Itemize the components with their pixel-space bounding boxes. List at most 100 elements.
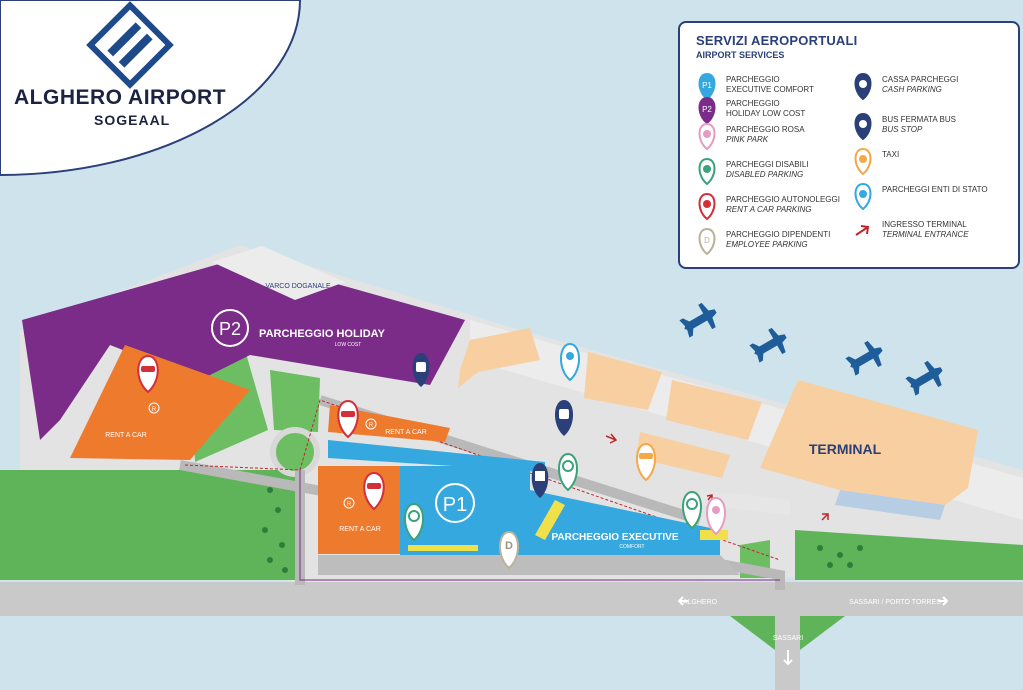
rent-a-car-pin-icon[interactable]	[137, 354, 159, 394]
junction-green-right	[800, 616, 845, 650]
green-area-west	[0, 470, 300, 580]
bus-icon	[852, 112, 874, 141]
logo: ALGHERO AIRPORT SOGEAAL	[0, 0, 300, 175]
disabled-parking-pin-icon[interactable]	[404, 502, 424, 542]
arrow-down-icon	[783, 650, 793, 666]
disabled-parking-pin-icon[interactable]	[682, 490, 702, 530]
p2-label: PARCHEGGIO HOLIDAY	[259, 328, 386, 340]
rent-a-car-pin-icon[interactable]	[363, 471, 385, 511]
roundabout	[270, 427, 320, 477]
building-3	[666, 380, 762, 440]
terminal-label: TERMINAL	[809, 441, 882, 457]
state-parking-pin-icon[interactable]	[560, 342, 580, 382]
rent-marker	[365, 418, 377, 430]
rent-a-car-label-1: RENT A CAR	[105, 432, 147, 439]
building-2	[584, 352, 662, 410]
rent-a-car-area-3	[318, 466, 400, 554]
p2-pin-icon: P2	[696, 96, 718, 125]
rent-marker-label: R	[347, 502, 352, 508]
pink-park-pin-icon[interactable]	[706, 496, 726, 536]
p1-badge-label: P1	[443, 494, 467, 516]
p2-badge-label: P2	[219, 319, 241, 339]
legend-text: TAXI	[882, 150, 900, 159]
services-legend: SERVIZI AEROPORTUALI AIRPORT SERVICES P1…	[678, 21, 1020, 269]
disabled-parking-pin-icon[interactable]	[558, 452, 578, 492]
rent-a-car-area-1	[70, 345, 250, 460]
company-name: SOGEAAL	[94, 112, 171, 128]
green-area-east	[795, 530, 1023, 580]
junction-green-left	[730, 616, 775, 650]
dir-alghero: ALGHERO	[683, 599, 718, 606]
terminal-entrance-icon	[605, 433, 618, 444]
sogeaal-logo-icon	[86, 1, 174, 89]
varco-label: VARCO DOGANALE	[265, 283, 331, 290]
p1-pin-icon: P1	[696, 72, 718, 101]
svg-text:D: D	[704, 236, 710, 245]
p1-badge	[435, 483, 475, 523]
bus-stop-pin-icon[interactable]	[554, 400, 574, 436]
road-route-red	[184, 399, 781, 561]
arrow-right-icon	[938, 596, 949, 606]
rent-a-car-label-2: RENT A CAR	[385, 429, 427, 436]
plane-icon	[905, 360, 943, 396]
car-pin-icon	[696, 192, 718, 221]
logo-area	[0, 0, 302, 177]
cash-icon	[852, 72, 874, 101]
yellow-marking-1	[408, 545, 478, 551]
p1-sublabel: COMFORT	[619, 544, 644, 550]
terminal-building	[760, 380, 978, 505]
terminal-entrance-icon	[821, 513, 829, 521]
d-pin-icon: D	[696, 227, 718, 256]
legend-title: SERVIZI AEROPORTUALI	[696, 33, 858, 48]
cash-parking-pin-icon[interactable]	[531, 463, 549, 498]
taxi-pin-icon[interactable]	[636, 442, 656, 482]
bus-stop-pin-icon[interactable]	[412, 353, 430, 387]
yellow-marking-2	[535, 500, 565, 540]
person-pin-icon	[696, 122, 718, 151]
p1-label: PARCHEGGIO EXECUTIVE	[551, 532, 678, 543]
rent-marker-label: R	[369, 423, 374, 429]
employee-parking-area	[318, 555, 740, 575]
dir-sassari-porto-torres: SASSARI / PORTO TORRES	[849, 599, 941, 606]
airport-name: ALGHERO AIRPORT	[14, 86, 227, 109]
employee-marker-label: D	[505, 540, 513, 552]
plane-icon	[749, 327, 787, 363]
p2-sublabel: LOW COST	[335, 342, 362, 348]
svg-text:P1: P1	[702, 81, 712, 90]
parking-strip-blue	[328, 440, 545, 472]
legend-text: PARCHEGGI ENTI DI STATO	[882, 185, 988, 194]
road-route-purple	[299, 470, 780, 581]
plane-icon	[845, 340, 883, 376]
parking-p2-area	[22, 258, 465, 440]
taxi-icon	[852, 147, 874, 176]
yellow-marking-3	[700, 530, 728, 540]
employee-parking-pin-icon[interactable]: D	[499, 530, 519, 570]
arrow-icon	[852, 217, 874, 245]
varco-strip	[212, 246, 345, 300]
terminal-glass	[835, 490, 945, 520]
rent-a-car-label-3: RENT A CAR	[339, 526, 381, 533]
building-4	[636, 432, 730, 478]
plane-icon	[679, 302, 717, 338]
rent-a-car-pin-icon[interactable]	[337, 399, 359, 439]
svg-text:P2: P2	[702, 105, 712, 114]
dir-sassari: SASSARI	[773, 635, 803, 642]
terminal-canopy	[700, 490, 790, 515]
legend-subtitle: AIRPORT SERVICES	[696, 50, 785, 60]
